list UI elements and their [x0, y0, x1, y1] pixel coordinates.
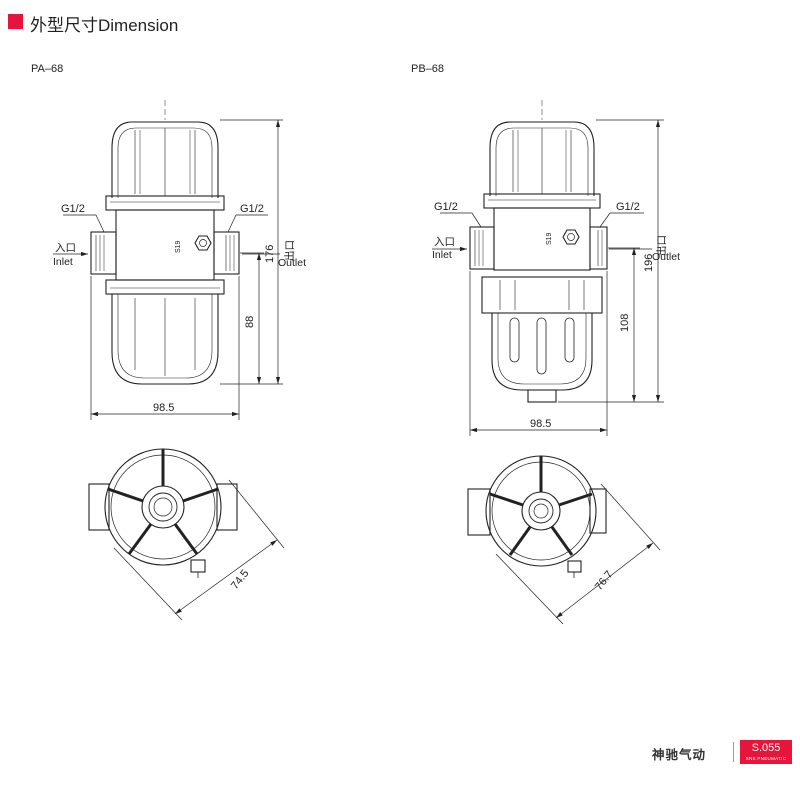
pb-wrench-size: S19 — [546, 232, 553, 245]
pb-front-view — [469, 100, 608, 403]
pa-outlet-cn: 出口 — [283, 240, 296, 261]
pa-inlet-en: Inlet — [53, 256, 73, 268]
page-code: S.055 — [751, 742, 781, 754]
model-label-pa: PA–68 — [31, 63, 64, 75]
model-label-pb: PB–68 — [411, 63, 445, 75]
pb-inlet-en: Inlet — [432, 249, 452, 261]
page-title: 外型尺寸Dimension — [30, 16, 179, 35]
pb-dim-width: 98.5 — [530, 418, 551, 430]
pb-dim-lower: 108 — [619, 314, 631, 332]
pa-dim-width: 98.5 — [153, 402, 174, 414]
pa-port-right-label: G1/2 — [240, 203, 264, 215]
pb-inlet-cn: 入口 — [434, 236, 455, 248]
header-accent-square — [8, 14, 23, 29]
pa-front-view — [90, 100, 240, 385]
pa-wrench-size: S19 — [175, 240, 182, 253]
pb-port-right-label: G1/2 — [616, 201, 640, 213]
pb-front-dimensions — [432, 119, 664, 436]
brand-name: 神驰气动 — [652, 748, 707, 762]
pa-top-dimensions — [113, 479, 285, 621]
pa-front-dimensions — [53, 119, 283, 420]
pb-top-dimensions — [495, 483, 661, 625]
page-code-badge: S.055 SNS PNEUMATIC — [740, 740, 792, 764]
pa-dim-lower: 88 — [244, 316, 256, 328]
pb-top-view — [467, 455, 607, 578]
pa-inlet-cn: 入口 — [55, 242, 76, 254]
pa-top-view — [88, 448, 238, 578]
pb-dim-height: 196 — [643, 254, 655, 272]
pb-outlet-cn: 出口 — [655, 235, 668, 256]
pa-outlet-en: Outlet — [278, 257, 306, 269]
pb-port-left-label: G1/2 — [434, 201, 458, 213]
pb-outlet-en: Outlet — [652, 251, 680, 263]
footer-divider — [733, 742, 734, 762]
pa-dim-diagonal: 74.5 — [229, 568, 252, 592]
brand-subtitle: SNS PNEUMATIC — [745, 756, 787, 761]
pa-dim-height: 176 — [264, 245, 276, 263]
pb-dim-diagonal: 76.7 — [593, 569, 616, 593]
pa-port-left-label: G1/2 — [61, 203, 85, 215]
